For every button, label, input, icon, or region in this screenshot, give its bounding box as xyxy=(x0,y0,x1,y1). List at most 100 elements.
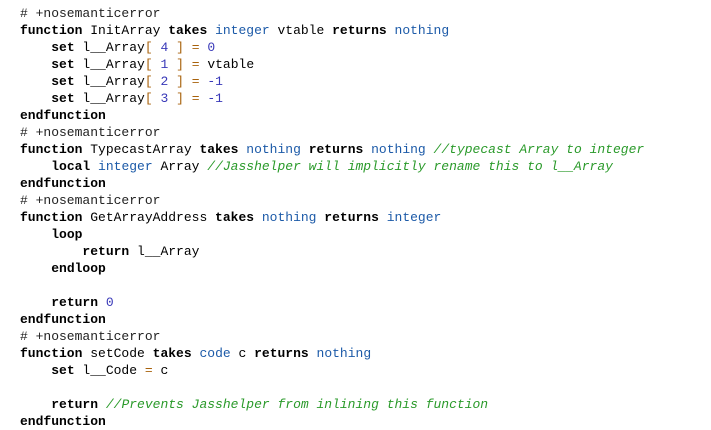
keyword: returns xyxy=(332,23,387,38)
identifier: GetArrayAddress xyxy=(82,210,216,225)
operator: ] xyxy=(176,91,184,106)
identifier: l__Array xyxy=(74,91,145,106)
identifier: c xyxy=(152,363,169,378)
keyword: set xyxy=(51,40,75,55)
keyword: endloop xyxy=(51,261,106,276)
code-line: endfunction xyxy=(20,311,644,328)
keyword: returns xyxy=(324,210,379,225)
code-line: function setCode takes code c returns no… xyxy=(20,345,644,362)
type-name: nothing xyxy=(261,210,317,225)
number-literal: 4 xyxy=(160,40,169,55)
keyword: endfunction xyxy=(20,312,106,327)
code-line: endfunction xyxy=(20,107,644,124)
type-name: integer xyxy=(386,210,442,225)
keyword: local xyxy=(51,159,91,174)
code-line xyxy=(20,277,644,294)
code-line: # +nosemanticerror xyxy=(20,192,644,209)
identifier xyxy=(363,142,371,157)
code-line: set l__Array[ 4 ] = 0 xyxy=(20,39,644,56)
code-line: local integer Array //Jasshelper will im… xyxy=(20,158,644,175)
identifier: l__Array xyxy=(129,244,200,259)
identifier xyxy=(20,159,51,174)
identifier: vtable xyxy=(199,57,255,72)
keyword: function xyxy=(20,23,83,38)
directive: # +nosemanticerror xyxy=(20,6,161,21)
identifier xyxy=(20,227,51,242)
identifier xyxy=(184,74,192,89)
number-literal: 0 xyxy=(207,40,216,55)
directive: # +nosemanticerror xyxy=(20,193,161,208)
directive: # +nosemanticerror xyxy=(20,125,161,140)
code-line: return l__Array xyxy=(20,243,644,260)
identifier xyxy=(184,91,192,106)
identifier xyxy=(207,23,215,38)
number-literal: 0 xyxy=(105,295,114,310)
keyword: takes xyxy=(215,210,255,225)
code-line: return //Prevents Jasshelper from inlini… xyxy=(20,396,644,413)
identifier xyxy=(184,57,192,72)
keyword: returns xyxy=(308,142,364,157)
identifier xyxy=(20,57,51,72)
type-name: integer xyxy=(98,159,153,174)
code-line: set l__Array[ 2 ] = -1 xyxy=(20,73,644,90)
identifier xyxy=(168,40,176,55)
comment: //typecast Array to integer xyxy=(433,142,645,157)
identifier: vtable xyxy=(269,23,333,38)
operator: ] xyxy=(176,74,184,89)
code-line: # +nosemanticerror xyxy=(20,5,644,22)
code-line xyxy=(20,379,644,396)
directive: # +nosemanticerror xyxy=(20,329,161,344)
identifier xyxy=(98,397,106,412)
identifier xyxy=(20,91,51,106)
identifier xyxy=(168,74,176,89)
identifier: InitArray xyxy=(82,23,169,38)
operator: [ xyxy=(144,57,153,72)
number-literal: -1 xyxy=(207,91,223,106)
code-line: set l__Array[ 3 ] = -1 xyxy=(20,90,644,107)
type-name: nothing xyxy=(246,142,301,157)
code-line: endfunction xyxy=(20,175,644,192)
code-line: loop xyxy=(20,226,644,243)
code-line: return 0 xyxy=(20,294,644,311)
identifier xyxy=(20,295,51,310)
identifier: setCode xyxy=(82,346,153,361)
identifier xyxy=(426,142,434,157)
type-name: integer xyxy=(215,23,270,38)
identifier xyxy=(20,363,51,378)
type-name: nothing xyxy=(316,346,372,361)
identifier: l__Array xyxy=(74,40,145,55)
type-name: nothing xyxy=(394,23,450,38)
identifier xyxy=(387,23,395,38)
keyword: return xyxy=(51,295,99,310)
operator: = xyxy=(191,40,200,55)
identifier xyxy=(20,397,51,412)
code-line: function InitArray takes integer vtable … xyxy=(20,22,644,39)
identifier xyxy=(98,295,106,310)
keyword: function xyxy=(20,346,83,361)
identifier xyxy=(184,40,192,55)
identifier xyxy=(254,210,262,225)
keyword: endfunction xyxy=(20,108,106,123)
identifier xyxy=(20,244,82,259)
identifier: TypecastArray xyxy=(82,142,200,157)
number-literal: -1 xyxy=(207,74,223,89)
identifier xyxy=(301,142,309,157)
keyword: function xyxy=(20,210,83,225)
operator: ] xyxy=(176,57,184,72)
code-line: function TypecastArray takes nothing ret… xyxy=(20,141,644,158)
identifier: l__Array xyxy=(74,57,145,72)
identifier: Array xyxy=(152,159,208,174)
number-literal: 2 xyxy=(160,74,169,89)
identifier: c xyxy=(230,346,255,361)
type-name: code xyxy=(199,346,231,361)
identifier xyxy=(168,91,176,106)
code-line: set l__Code = c xyxy=(20,362,644,379)
keyword: return xyxy=(82,244,130,259)
operator: ] xyxy=(176,40,184,55)
comment: //Jasshelper will implicitly rename this… xyxy=(207,159,613,174)
keyword: returns xyxy=(254,346,309,361)
identifier xyxy=(309,346,317,361)
keyword: set xyxy=(51,57,75,72)
operator: = xyxy=(191,91,200,106)
